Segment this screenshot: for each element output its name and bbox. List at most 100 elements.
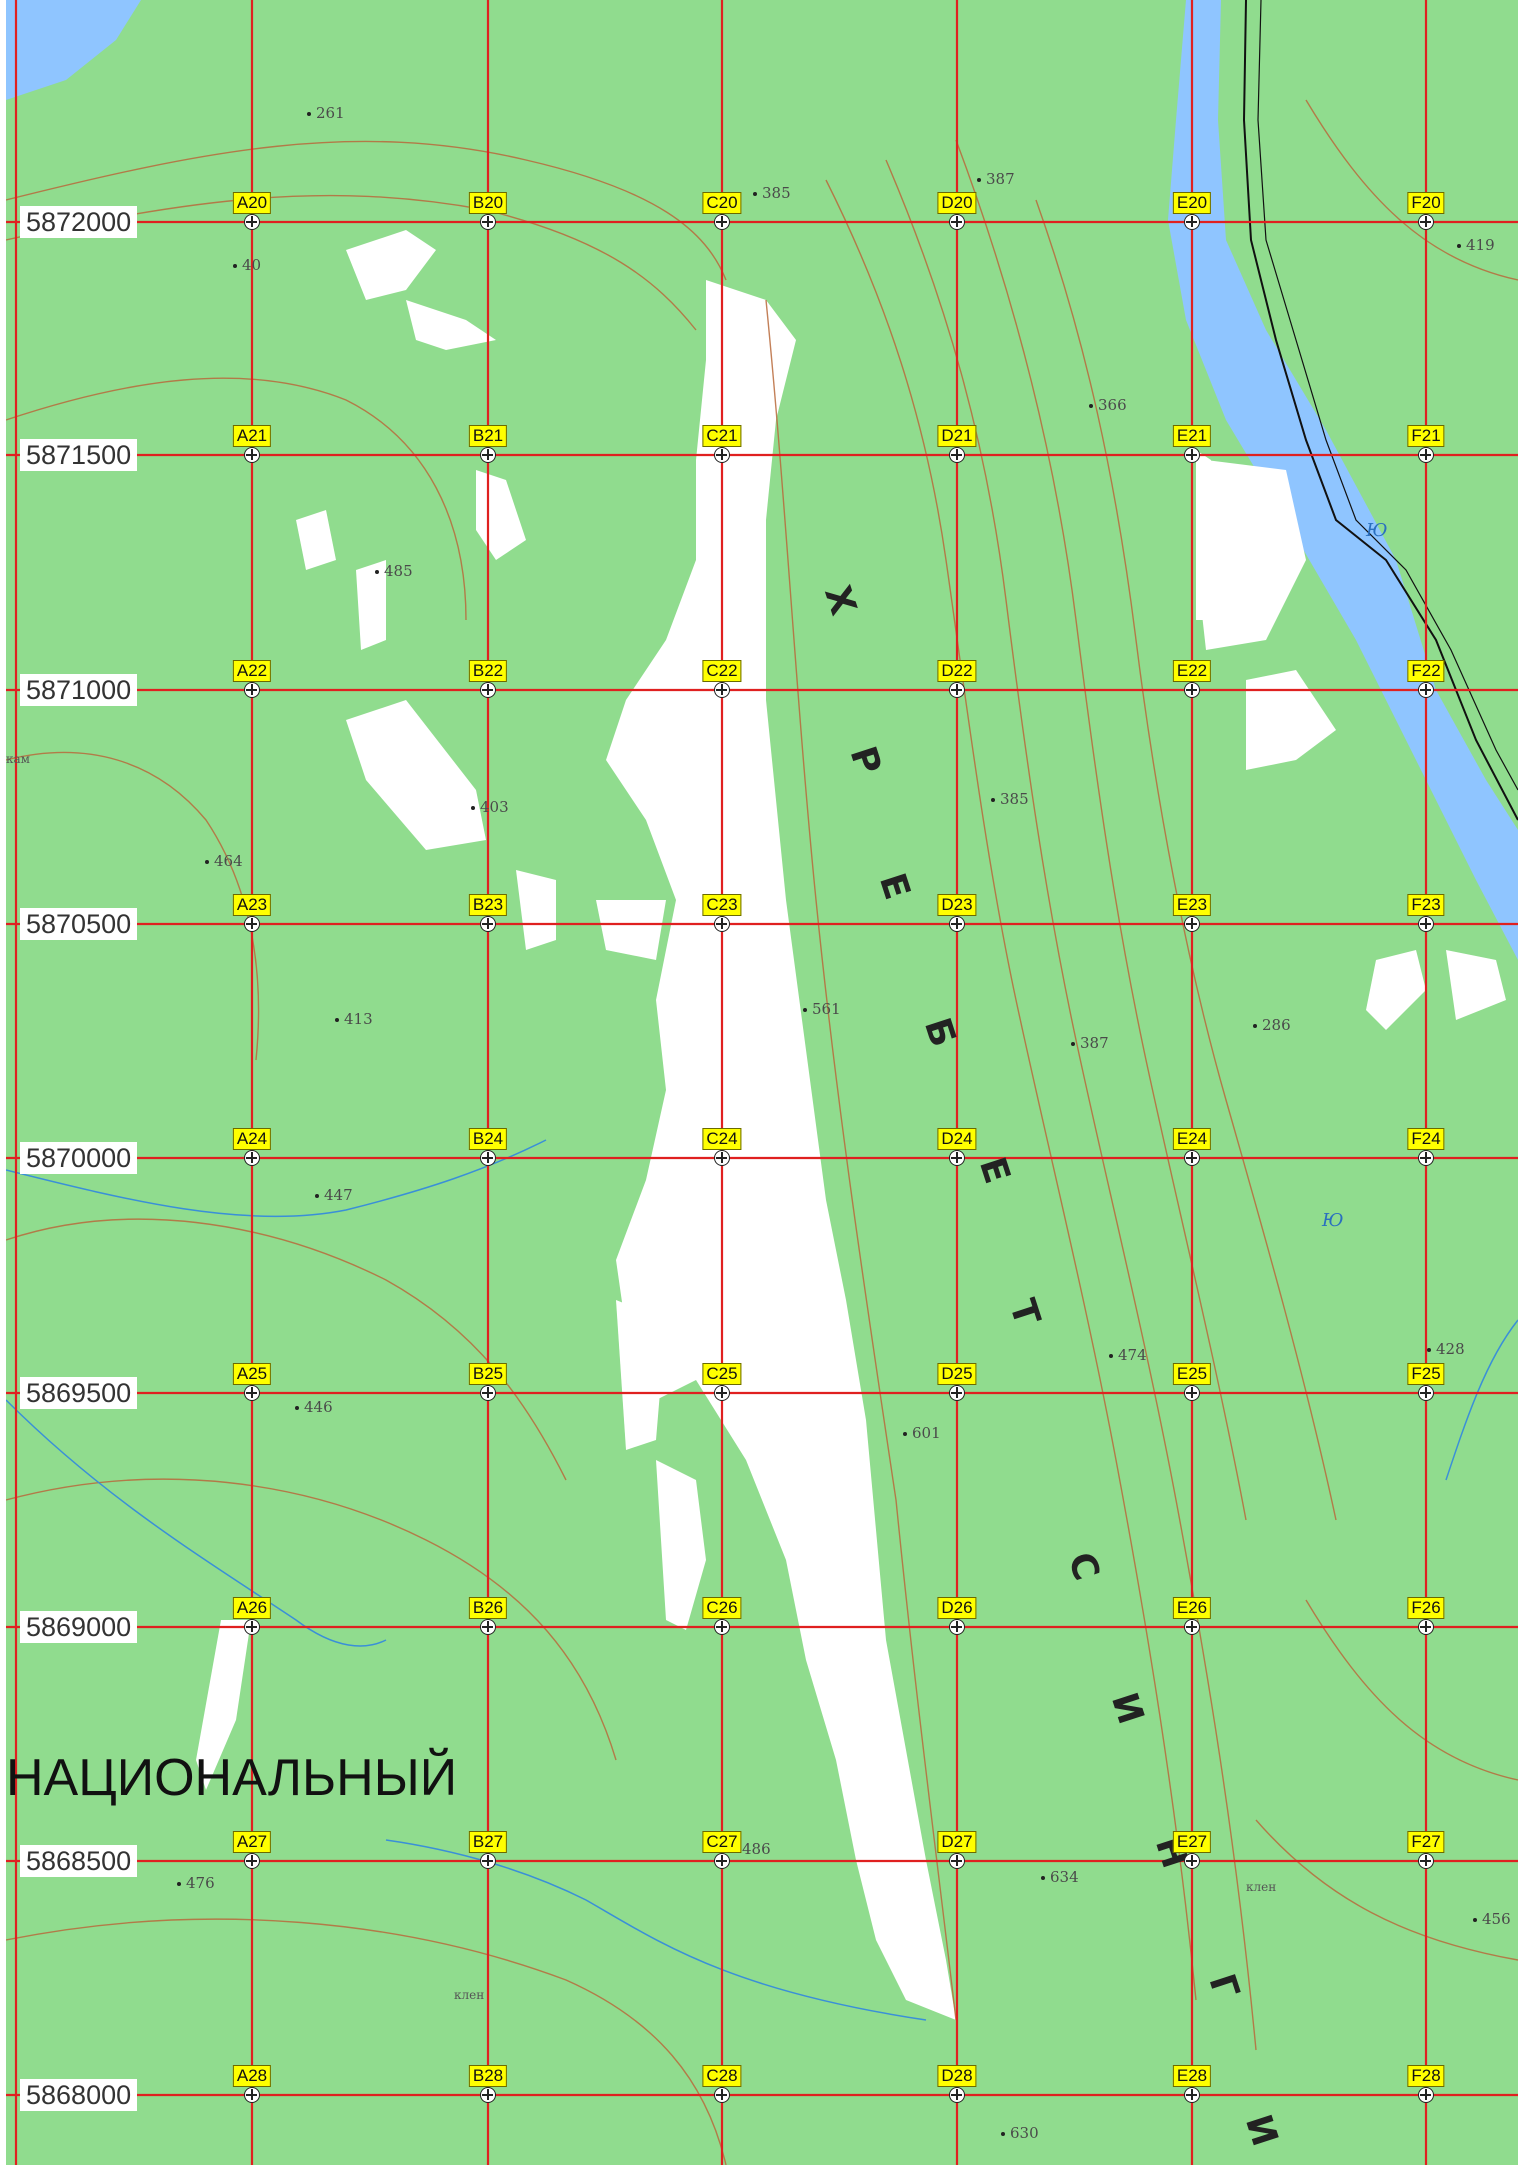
grid-cross-marker-icon bbox=[480, 682, 496, 698]
northing-label: 5870000 bbox=[20, 1142, 138, 1174]
spot-height: 261 bbox=[307, 104, 345, 122]
grid-cell-label[interactable]: D20 bbox=[937, 192, 977, 214]
spot-height: 419 bbox=[1457, 236, 1495, 254]
grid-cross-marker-icon bbox=[244, 447, 260, 463]
grid-cell-label[interactable]: A22 bbox=[232, 660, 272, 682]
grid-cell-label[interactable]: A20 bbox=[232, 192, 272, 214]
grid-cell-label[interactable]: C23 bbox=[702, 894, 742, 916]
clearing bbox=[616, 1300, 666, 1450]
grid-cell-label[interactable]: F21 bbox=[1407, 425, 1445, 447]
grid-cell-label[interactable]: B21 bbox=[468, 425, 508, 447]
grid-cross-marker-icon bbox=[1184, 1853, 1200, 1869]
grid-cell-label[interactable]: A21 bbox=[232, 425, 272, 447]
clearing bbox=[1246, 670, 1336, 770]
grid-cross-marker-icon bbox=[1184, 1150, 1200, 1166]
grid-cell-label[interactable]: E26 bbox=[1172, 1597, 1212, 1619]
grid-cell-label[interactable]: F22 bbox=[1407, 660, 1445, 682]
grid-cross-marker-icon bbox=[714, 1853, 730, 1869]
grid-cross-marker-icon bbox=[949, 214, 965, 230]
grid-cell-label[interactable]: E23 bbox=[1172, 894, 1212, 916]
grid-cell-label[interactable]: A26 bbox=[232, 1597, 272, 1619]
grid-cell-label[interactable]: A24 bbox=[232, 1128, 272, 1150]
grid-cell-label[interactable]: B26 bbox=[468, 1597, 508, 1619]
spot-height: 366 bbox=[1089, 396, 1127, 414]
grid-cell-label[interactable]: A28 bbox=[232, 2065, 272, 2087]
clearing bbox=[516, 870, 556, 950]
grid-cell-label[interactable]: E24 bbox=[1172, 1128, 1212, 1150]
grid-cell-label[interactable]: B25 bbox=[468, 1363, 508, 1385]
grid-cell-label[interactable]: C21 bbox=[702, 425, 742, 447]
grid-cross-marker-icon bbox=[714, 447, 730, 463]
grid-cell-label[interactable]: F24 bbox=[1407, 1128, 1445, 1150]
grid-cell-label[interactable]: D26 bbox=[937, 1597, 977, 1619]
grid-cell-label[interactable]: C25 bbox=[702, 1363, 742, 1385]
grid-cross-marker-icon bbox=[1184, 2087, 1200, 2103]
grid-cross-marker-icon bbox=[1418, 447, 1434, 463]
spot-height: 413 bbox=[335, 1010, 373, 1028]
spot-height: 385 bbox=[753, 184, 791, 202]
clearing bbox=[1446, 950, 1506, 1020]
grid-cell-label[interactable]: A25 bbox=[232, 1363, 272, 1385]
grid-cross-marker-icon bbox=[244, 214, 260, 230]
grid-cell-label[interactable]: F28 bbox=[1407, 2065, 1445, 2087]
northing-label: 5871500 bbox=[20, 439, 138, 471]
northing-label: 5870500 bbox=[20, 908, 138, 940]
grid-cell-label[interactable]: D21 bbox=[937, 425, 977, 447]
lake bbox=[6, 0, 141, 100]
grid-cross-marker-icon bbox=[949, 1385, 965, 1401]
grid-cross-marker-icon bbox=[480, 916, 496, 932]
water-label: Ю bbox=[1366, 520, 1388, 541]
grid-cell-label[interactable]: A27 bbox=[232, 1831, 272, 1853]
spot-height: 286 bbox=[1253, 1016, 1291, 1034]
grid-cell-label[interactable]: B23 bbox=[468, 894, 508, 916]
grid-cell-label[interactable]: D23 bbox=[937, 894, 977, 916]
clearing bbox=[196, 1620, 251, 1790]
spot-height: 446 bbox=[295, 1398, 333, 1416]
grid-cell-label[interactable]: B20 bbox=[468, 192, 508, 214]
grid-cell-label[interactable]: C24 bbox=[702, 1128, 742, 1150]
grid-cell-label[interactable]: F25 bbox=[1407, 1363, 1445, 1385]
spot-height: 486 bbox=[733, 1840, 771, 1858]
topographic-map[interactable]: 261 385 387 419 40 366 485 385 403 464 5… bbox=[6, 0, 1518, 2165]
grid-cell-label[interactable]: B28 bbox=[468, 2065, 508, 2087]
grid-cell-label[interactable]: D27 bbox=[937, 1831, 977, 1853]
grid-cell-label[interactable]: D28 bbox=[937, 2065, 977, 2087]
grid-cell-label[interactable]: F26 bbox=[1407, 1597, 1445, 1619]
clearing bbox=[1196, 450, 1221, 620]
grid-cell-label[interactable]: B22 bbox=[468, 660, 508, 682]
grid-cell-label[interactable]: E25 bbox=[1172, 1363, 1212, 1385]
grid-cross-marker-icon bbox=[714, 682, 730, 698]
grid-cell-label[interactable]: E20 bbox=[1172, 192, 1212, 214]
grid-cell-label[interactable]: B27 bbox=[468, 1831, 508, 1853]
grid-cell-label[interactable]: E28 bbox=[1172, 2065, 1212, 2087]
grid-cross-marker-icon bbox=[1184, 1385, 1200, 1401]
grid-cross-marker-icon bbox=[1184, 682, 1200, 698]
grid-cell-label[interactable]: F20 bbox=[1407, 192, 1445, 214]
grid-cell-label[interactable]: E27 bbox=[1172, 1831, 1212, 1853]
grid-cross-marker-icon bbox=[244, 1853, 260, 1869]
terrain-layer bbox=[6, 0, 1518, 2165]
grid-cell-label[interactable]: F23 bbox=[1407, 894, 1445, 916]
grid-cell-label[interactable]: D24 bbox=[937, 1128, 977, 1150]
grid-cell-label[interactable]: E22 bbox=[1172, 660, 1212, 682]
grid-cross-marker-icon bbox=[1184, 916, 1200, 932]
spot-height: 476 bbox=[177, 1874, 215, 1892]
grid-cell-label[interactable]: B24 bbox=[468, 1128, 508, 1150]
grid-cell-label[interactable]: C20 bbox=[702, 192, 742, 214]
grid-cell-label[interactable]: C27 bbox=[702, 1831, 742, 1853]
clearing bbox=[596, 900, 666, 960]
grid-cell-label[interactable]: A23 bbox=[232, 894, 272, 916]
grid-cell-label[interactable]: E21 bbox=[1172, 425, 1212, 447]
grid-cell-label[interactable]: C28 bbox=[702, 2065, 742, 2087]
grid-cell-label[interactable]: C26 bbox=[702, 1597, 742, 1619]
ridge-clearing bbox=[606, 280, 956, 2020]
grid-cell-label[interactable]: F27 bbox=[1407, 1831, 1445, 1853]
grid-cell-label[interactable]: D25 bbox=[937, 1363, 977, 1385]
clearing bbox=[356, 560, 386, 650]
vegetation-label: клен bbox=[1246, 1880, 1277, 1894]
grid-cell-label[interactable]: D22 bbox=[937, 660, 977, 682]
grid-cross-marker-icon bbox=[1184, 447, 1200, 463]
grid-cross-marker-icon bbox=[714, 1150, 730, 1166]
spot-height: 456 bbox=[1473, 1910, 1511, 1928]
grid-cell-label[interactable]: C22 bbox=[702, 660, 742, 682]
